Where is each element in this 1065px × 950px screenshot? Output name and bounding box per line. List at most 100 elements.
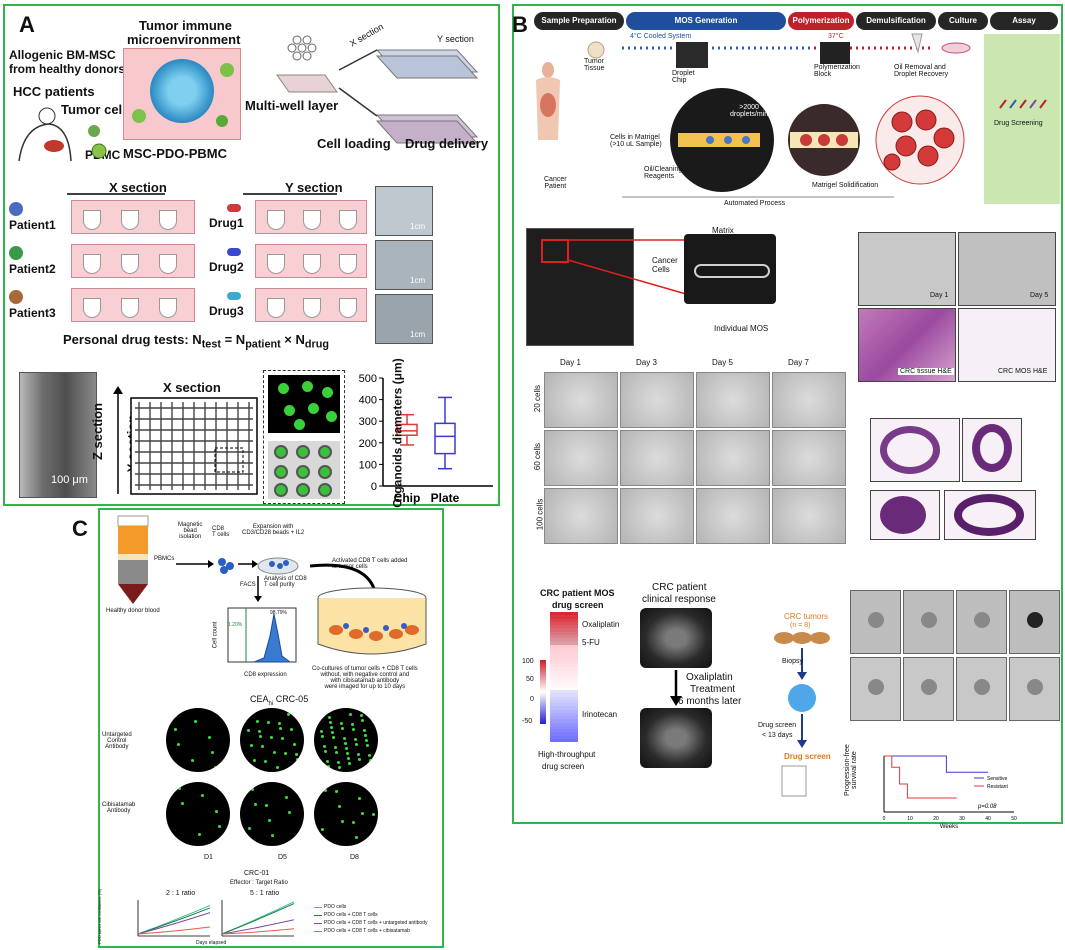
green-spot <box>201 794 204 797</box>
green-spot <box>276 766 279 769</box>
legend-swatch <box>314 931 322 932</box>
brightfield-image <box>696 372 770 428</box>
green-spot <box>324 789 327 792</box>
confluence-line-plots <box>137 900 295 937</box>
drug-screen-heatmap <box>550 612 578 743</box>
fluorescence-wells <box>166 708 386 848</box>
day-label: Day 5 <box>712 358 733 367</box>
green-spot <box>338 766 341 769</box>
well <box>121 298 139 318</box>
drug-label: Drug3 <box>209 304 244 318</box>
multiwell-label: Multi-well layer <box>245 98 339 113</box>
row-label-cibisatamab: Cibisatamab Antibody <box>102 802 136 814</box>
heatmap-cell <box>550 625 578 629</box>
heatmap-cell <box>550 638 578 642</box>
mos-organoid <box>974 612 990 628</box>
workflow-step: Demulsification <box>856 12 936 30</box>
blood-label: Healthy donor blood <box>106 608 160 614</box>
mos-thumbnail <box>850 590 901 654</box>
organoid-in-well <box>296 483 310 497</box>
chip-zoom-region <box>541 239 569 263</box>
legend-swatch <box>314 907 322 908</box>
panel-a: A Allogenic BM-MSC from healthy donors H… <box>3 4 500 508</box>
green-spot <box>334 746 337 749</box>
flow-biopsy: Biopsy <box>782 658 804 665</box>
km-x-tick: 40 <box>985 816 991 822</box>
day-label-d5: D5 <box>278 854 287 861</box>
green-spot <box>264 760 267 763</box>
green-spot <box>261 745 264 748</box>
ratio-5-1: 5 : 1 ratio <box>250 890 280 897</box>
green-spot <box>365 739 368 742</box>
green-spot <box>352 728 355 731</box>
colorbar-tick-minus50: -50 <box>522 718 533 725</box>
histology-day5: Day 5 <box>1030 292 1049 299</box>
workflow-step: MOS Generation <box>626 12 786 30</box>
heatmap-drug-5fu: 5-FU <box>582 638 600 647</box>
row-label-control: Untargeted Control Antibody <box>102 732 132 750</box>
green-spot <box>273 751 276 754</box>
green-spot <box>191 759 194 762</box>
y-tick-label: 300 <box>359 416 377 428</box>
green-spot <box>357 753 360 756</box>
ct-arrow <box>670 670 682 706</box>
solidification-label: Matrigel Solidification <box>812 182 879 189</box>
hist-pct1: 1.20% <box>228 622 243 628</box>
heatmap-cell <box>550 670 578 674</box>
km-pvalue: p=0.08 <box>977 804 997 810</box>
y-section-top: Y section <box>437 34 474 44</box>
tme-title-2: microenvironment <box>127 32 241 47</box>
heatmap-cell <box>550 706 578 710</box>
well <box>121 254 139 274</box>
oil-removal-label: Oil Removal and Droplet Recovery <box>894 64 949 78</box>
drug-capsule-icon <box>227 204 241 212</box>
heatmap-cell <box>550 683 578 687</box>
green-spot <box>265 804 268 807</box>
histology-day1: Day 1 <box>930 292 949 299</box>
chip-photo-3 <box>375 294 433 344</box>
confluence-xlabel: Days elapsed <box>196 940 227 946</box>
green-spot <box>178 787 181 790</box>
green-spot <box>360 714 363 717</box>
cells-label: 20 cells <box>533 384 543 413</box>
hist-xlabel: CD8 expression <box>244 672 287 678</box>
green-spot <box>321 828 324 831</box>
histology-tissue: CRC tissue H&E <box>898 368 954 375</box>
green-spot <box>329 721 332 724</box>
mos-organoid <box>868 679 884 695</box>
green-spot <box>331 731 334 734</box>
panel-b-label: B <box>512 12 528 37</box>
green-spot <box>327 765 330 768</box>
well <box>267 298 285 318</box>
heatmap-cell <box>550 699 578 704</box>
conf-series-line <box>137 926 211 935</box>
patient-illustration <box>18 107 107 162</box>
heatmap-cell <box>550 660 578 665</box>
workflow-step: Polymerization <box>788 12 854 30</box>
heatmap-cell <box>550 690 578 694</box>
colorbar-tick-50: 50 <box>526 676 534 683</box>
drug-capsule-icon <box>227 292 241 300</box>
heatmap-drug-irinotecan: Irinotecan <box>582 710 618 719</box>
day-label: Day 3 <box>636 358 657 367</box>
well <box>121 210 139 230</box>
cells-label: 100 cells <box>535 498 545 531</box>
green-spot <box>281 737 284 740</box>
well <box>159 298 177 318</box>
heatmap-cell <box>550 628 578 632</box>
z-arrow <box>113 386 123 494</box>
fluorescent-organoid <box>322 387 333 398</box>
heatmap-cell <box>550 664 578 668</box>
y-section-mid: Y section <box>285 180 343 195</box>
cells-label: 60 cells <box>533 442 543 471</box>
green-spot <box>211 751 214 754</box>
cea-sub: hi <box>268 700 274 707</box>
green-spot <box>298 714 301 717</box>
fluorescent-organoid <box>294 419 305 430</box>
heatmap-cell <box>550 719 578 723</box>
green-spot <box>369 759 372 762</box>
